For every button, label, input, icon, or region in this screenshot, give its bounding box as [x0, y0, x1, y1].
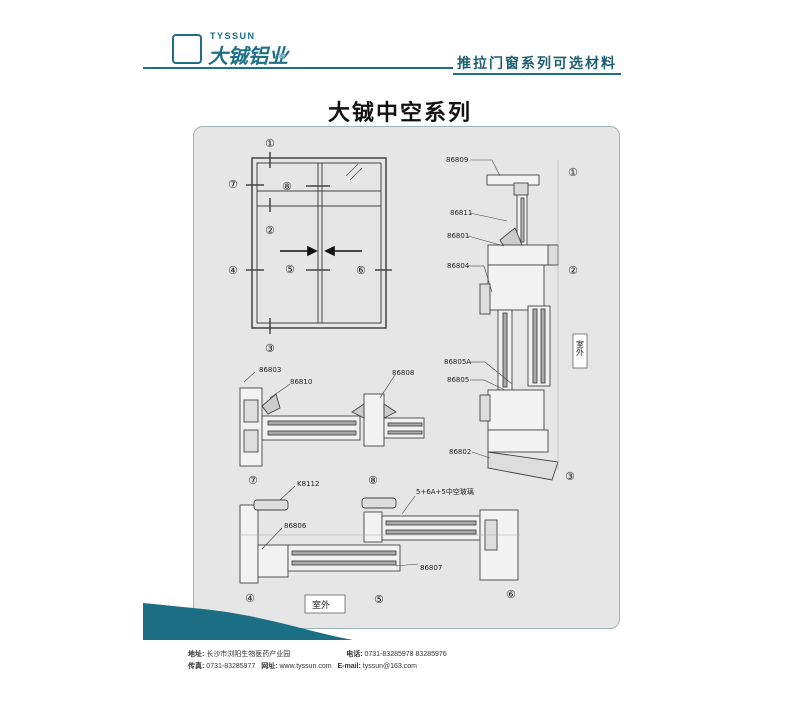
- part-label: 86809: [446, 156, 468, 164]
- outdoor-label-vertical: 室外: [576, 339, 585, 357]
- glass-note: 5+6A+5中空玻璃: [416, 487, 474, 496]
- chevrons-icon: ›››: [278, 48, 286, 62]
- vertical-section-drawing: [479, 160, 559, 481]
- part-label: 86803: [259, 366, 281, 374]
- marker-7-section: ⑦: [248, 474, 258, 487]
- marker-3-top: ③: [265, 342, 275, 355]
- footer-line-1: 地址: 长沙市浏阳生物医药产业园 电话: 0731-83285978 83285…: [188, 651, 447, 658]
- section-8-drawing: [351, 393, 425, 447]
- part-label: 86811: [450, 209, 472, 217]
- marker-8-section: ⑧: [368, 474, 378, 487]
- part-label: 86806: [284, 522, 307, 530]
- decorative-wave: [143, 603, 353, 640]
- horizontal-section-drawing: [239, 497, 520, 584]
- part-label: 86810: [290, 378, 312, 386]
- outdoor-label: 室外: [312, 599, 330, 611]
- leader-lines: [243, 159, 513, 567]
- marker-6-top: ⑥: [356, 264, 366, 277]
- sliding-arrows-icon: [280, 245, 362, 257]
- footer-website: www.tyssun.com: [279, 663, 332, 670]
- marker-2-top: ②: [265, 224, 275, 237]
- marker-2-section: ②: [568, 264, 578, 277]
- marker-4-top: ④: [228, 264, 238, 277]
- part-label: K8112: [297, 480, 319, 488]
- footer-line-2: 传真: 0731-83285977 网址: www.tyssun.com E-m…: [188, 663, 417, 670]
- marker-3-section: ③: [565, 470, 575, 483]
- series-title: 推拉门窗系列可选材料: [457, 55, 617, 71]
- marker-8-top: ⑧: [282, 180, 292, 193]
- marker-5-top: ⑤: [285, 263, 295, 276]
- page-title: 大铖中空系列: [327, 101, 472, 126]
- brand-name-en: TYSSUN: [210, 31, 256, 41]
- part-label: 86805: [447, 376, 469, 384]
- marker-5-section: ⑤: [374, 593, 384, 606]
- footer-fax: 0731-83285977: [206, 663, 256, 670]
- part-label: 86804: [447, 262, 470, 270]
- brand-logo-icon: [172, 34, 202, 64]
- marker-1-section: ①: [568, 166, 578, 179]
- marker-1-top: ①: [265, 137, 275, 150]
- marker-6-section: ⑥: [506, 588, 516, 601]
- section-markers: ① ② ③ ④ ⑤ ⑥ ⑦ ⑧ ① ② ③ ⑦ ⑧ ④ ⑤ ⑥: [228, 137, 578, 606]
- header-rule-right: [453, 73, 621, 75]
- footer-email: tyssun@163.com: [362, 663, 417, 670]
- footer-phone: 0731-83285978 83285976: [364, 651, 447, 658]
- marker-4-section: ④: [245, 592, 255, 605]
- part-label: 86802: [449, 448, 471, 456]
- footer-address: 长沙市浏阳生物医药产业园: [206, 651, 291, 658]
- part-label: 86805A: [444, 358, 471, 366]
- marker-7-top: ⑦: [228, 178, 238, 191]
- header-rule: [143, 67, 453, 69]
- window-elevation: [246, 152, 392, 334]
- part-label: 86807: [420, 564, 442, 572]
- part-label: 86801: [447, 232, 469, 240]
- part-label: 86808: [392, 369, 414, 377]
- section-7-drawing: [239, 387, 361, 467]
- brand-name-cn: 大铖铝业: [208, 46, 288, 68]
